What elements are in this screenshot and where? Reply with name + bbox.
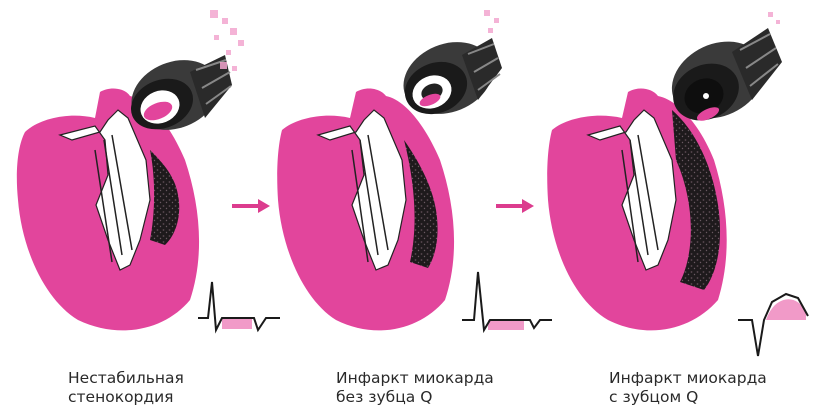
plaque-fragments xyxy=(768,12,780,24)
caption-line: с зубцом Q xyxy=(609,388,767,407)
ecg-trace xyxy=(198,282,280,330)
caption-line: Нестабильная xyxy=(68,369,184,388)
progression-arrow xyxy=(232,199,270,213)
panel-unstable-angina xyxy=(17,10,280,330)
caption-mi-with-q: Инфаркт миокарда с зубцом Q xyxy=(609,369,767,407)
caption-line: без зубца Q xyxy=(336,388,494,407)
progression-arrow xyxy=(496,199,534,213)
caption-mi-without-q: Инфаркт миокарда без зубца Q xyxy=(336,369,494,407)
caption-line: Инфаркт миокарда xyxy=(609,369,767,388)
plaque-fragments xyxy=(484,10,499,33)
caption-line: стенокордия xyxy=(68,388,184,407)
ecg-trace xyxy=(462,272,552,330)
panel-mi-with-q xyxy=(547,12,808,356)
ecg-trace xyxy=(738,294,808,356)
panel-mi-without-q xyxy=(277,10,552,330)
caption-line: Инфаркт миокарда xyxy=(336,369,494,388)
caption-unstable-angina: Нестабильная стенокордия xyxy=(68,369,184,407)
